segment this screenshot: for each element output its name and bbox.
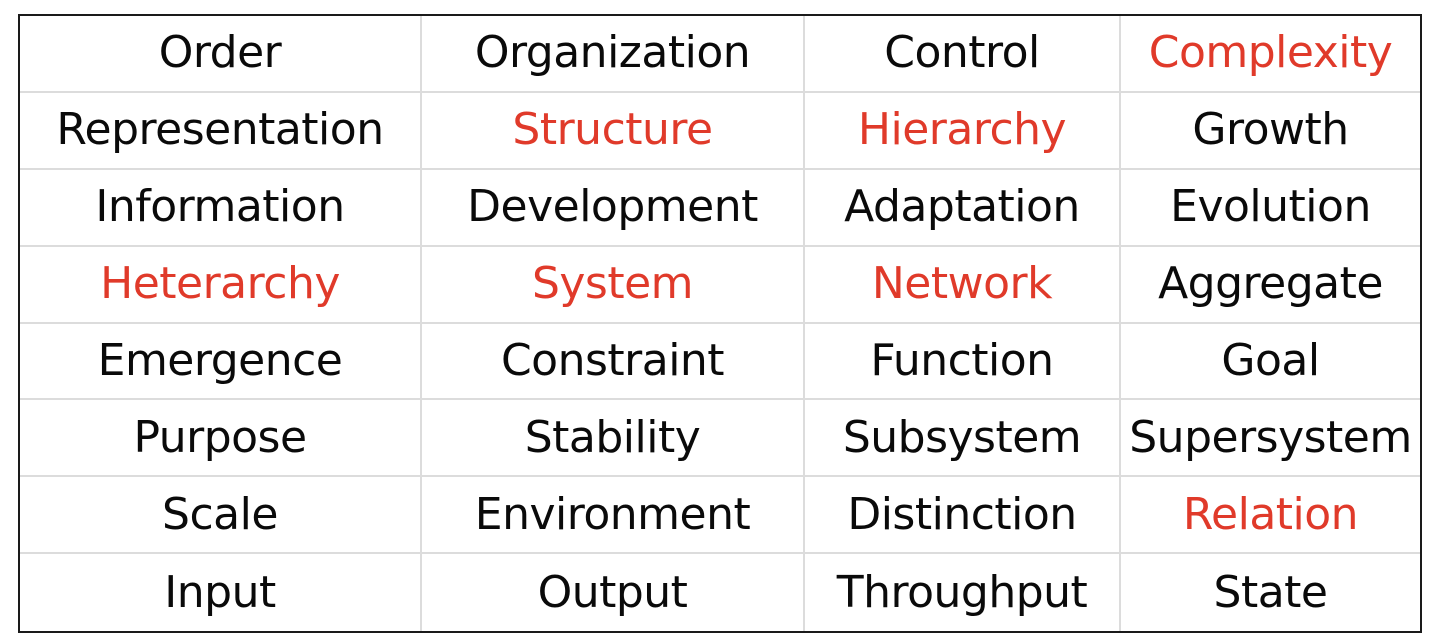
table-cell: Representation [20,92,422,170]
table-cell: Environment [422,477,805,555]
table-cell: Organization [422,16,805,93]
table-cell: Stability [422,400,805,478]
table-cell: State [1213,566,1328,618]
term-table: Order Organization Control Complexity Re… [18,14,1422,633]
table-cell: Heterarchy [20,246,422,324]
table-cell: Purpose [20,400,422,478]
table-cell: Scale [20,477,422,555]
table-cell: Evolution [1121,170,1420,247]
table-cell: Goal [1121,324,1420,401]
table-cell: Information [20,169,422,247]
table-cell: Complexity [1121,16,1420,93]
table-cell: Growth [1121,93,1420,170]
table-cell: Relation [1121,477,1420,555]
table-cell: System [422,246,805,324]
table-cell: Subsystem [805,400,1121,478]
table-cell: Constraint [422,323,805,401]
table-cell: Control [805,16,1121,93]
table-cell: Function [805,323,1121,401]
table-cell: Network [805,246,1121,324]
table-cell: Distinction [805,477,1121,555]
table-cell: Throughput [805,554,1121,631]
table-cell: Hierarchy [805,92,1121,170]
table-cell: Input [20,554,422,631]
table-cell: Output [422,554,805,631]
table-cell: Structure [422,92,805,170]
table-cell: Aggregate [1121,247,1420,324]
table-cell: Emergence [20,323,422,401]
table-cell: Development [422,169,805,247]
table-cell: Supersystem [1121,400,1420,478]
table-cell: Adaptation [805,169,1121,247]
table-cell: Order [20,16,422,93]
